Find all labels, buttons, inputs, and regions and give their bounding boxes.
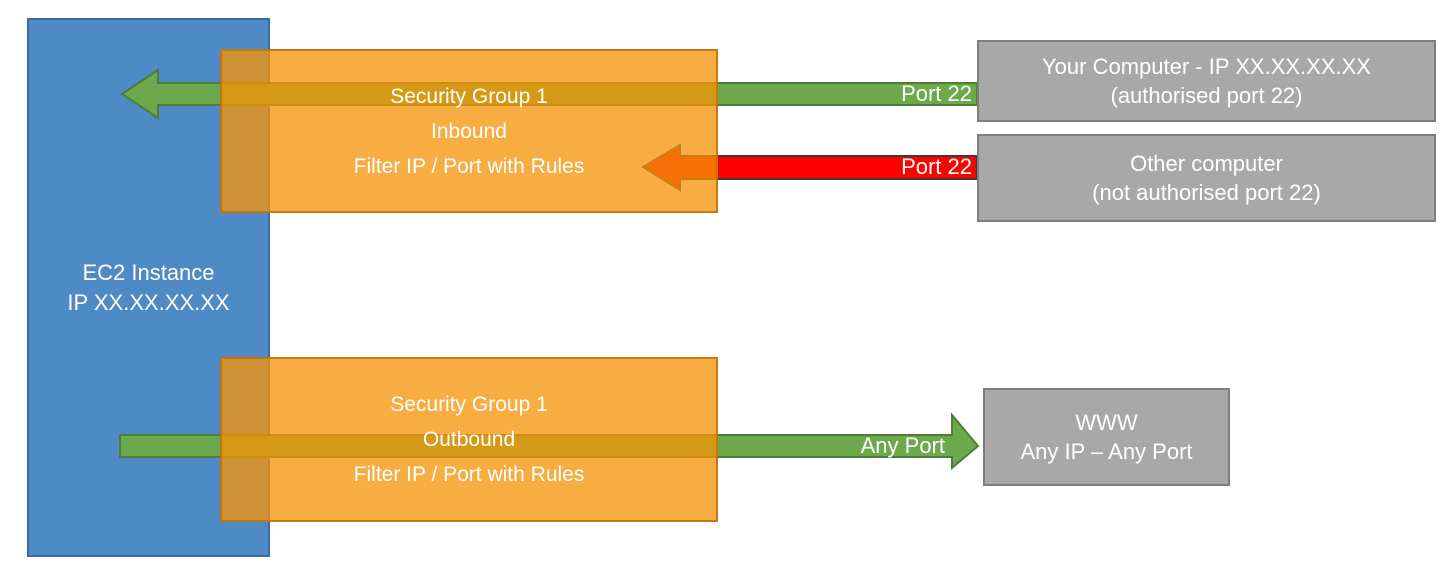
www-box: WWW Any IP – Any Port — [983, 388, 1230, 486]
other-computer-title: Other computer — [1130, 151, 1283, 176]
other-computer-box: Other computer (not authorised port 22) — [977, 134, 1436, 222]
sg-inbound-direction: Inbound — [431, 119, 507, 143]
ec2-instance-title: EC2 Instance — [82, 259, 215, 285]
security-group-inbound-box: Security Group 1 Inbound Filter IP / Por… — [220, 49, 718, 213]
inbound-blocked-port-label: Port 22 — [901, 154, 972, 179]
security-group-outbound-box: Security Group 1 Outbound Filter IP / Po… — [220, 357, 718, 522]
your-computer-box: Your Computer - IP XX.XX.XX.XX (authoris… — [977, 40, 1436, 122]
outbound-port-label: Any Port — [860, 433, 945, 458]
sg-inbound-title: Security Group 1 — [390, 84, 548, 108]
sg-outbound-rule: Filter IP / Port with Rules — [353, 463, 585, 486]
your-computer-status: (authorised port 22) — [1110, 83, 1303, 108]
www-title: WWW — [1075, 410, 1138, 435]
sg-outbound-direction: Outbound — [422, 428, 516, 451]
www-detail: Any IP – Any Port — [1020, 439, 1193, 464]
inbound-allowed-port-label: Port 22 — [901, 81, 972, 106]
other-computer-status: (not authorised port 22) — [1092, 180, 1321, 205]
sg-inbound-rule: Filter IP / Port with Rules — [353, 154, 585, 178]
ec2-instance-ip: IP XX.XX.XX.XX — [67, 289, 230, 315]
your-computer-title: Your Computer - IP XX.XX.XX.XX — [1042, 54, 1371, 79]
sg-outbound-title: Security Group 1 — [390, 393, 548, 416]
